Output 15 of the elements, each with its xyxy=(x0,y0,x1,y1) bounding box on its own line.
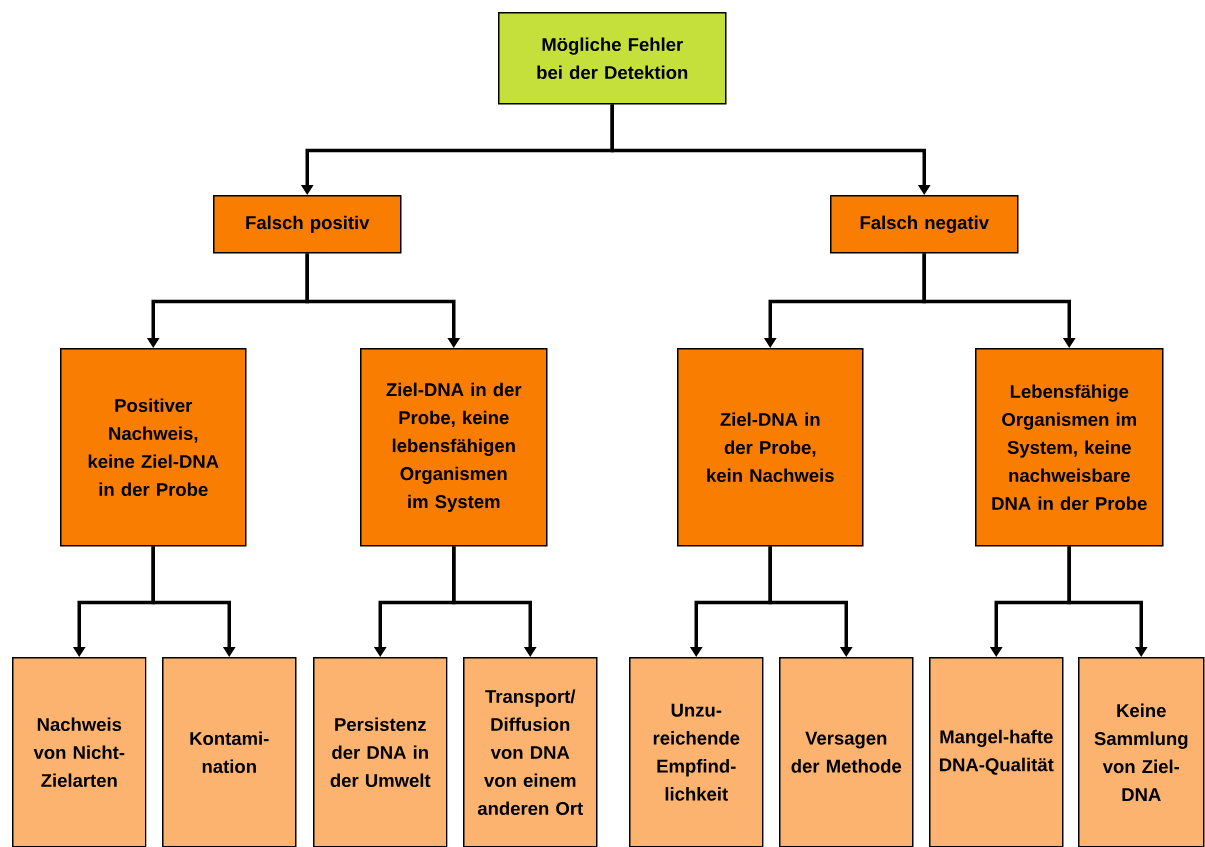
reason-box: Keine Sammlung von Ziel-DNA xyxy=(1078,657,1205,847)
reason-box: Versagen der Methode xyxy=(779,657,914,847)
reason-box: Mangel-hafte DNA-Qualität xyxy=(929,657,1064,847)
reason-box: Kontami-nation xyxy=(162,657,297,847)
cause-box: Lebensfähige Organismen im System, keine nachweisbare DNA in der Probe xyxy=(975,348,1164,547)
category-box: Falsch negativ xyxy=(830,195,1019,254)
reason-box: Transport/ Diffusion von DNA von einem anderen Ort xyxy=(463,657,598,847)
title-box: Mögliche Fehler bei der Detektion xyxy=(498,12,727,105)
cause-box: Ziel-DNA in der Probe, kein Nachweis xyxy=(677,348,864,547)
cause-box: Ziel-DNA in der Probe, keine lebensfähigen Organismen im System xyxy=(360,348,548,547)
reason-box: Nachweis von Nicht-Zielarten xyxy=(12,657,147,847)
reason-box: Unzu-reichende Empfind-lichkeit xyxy=(629,657,764,847)
cause-box: Positiver Nachweis, keine Ziel-DNA in der Probe xyxy=(60,348,247,547)
reason-box: Persistenz der DNA in der Umwelt xyxy=(313,657,448,847)
category-box: Falsch positiv xyxy=(213,195,402,254)
